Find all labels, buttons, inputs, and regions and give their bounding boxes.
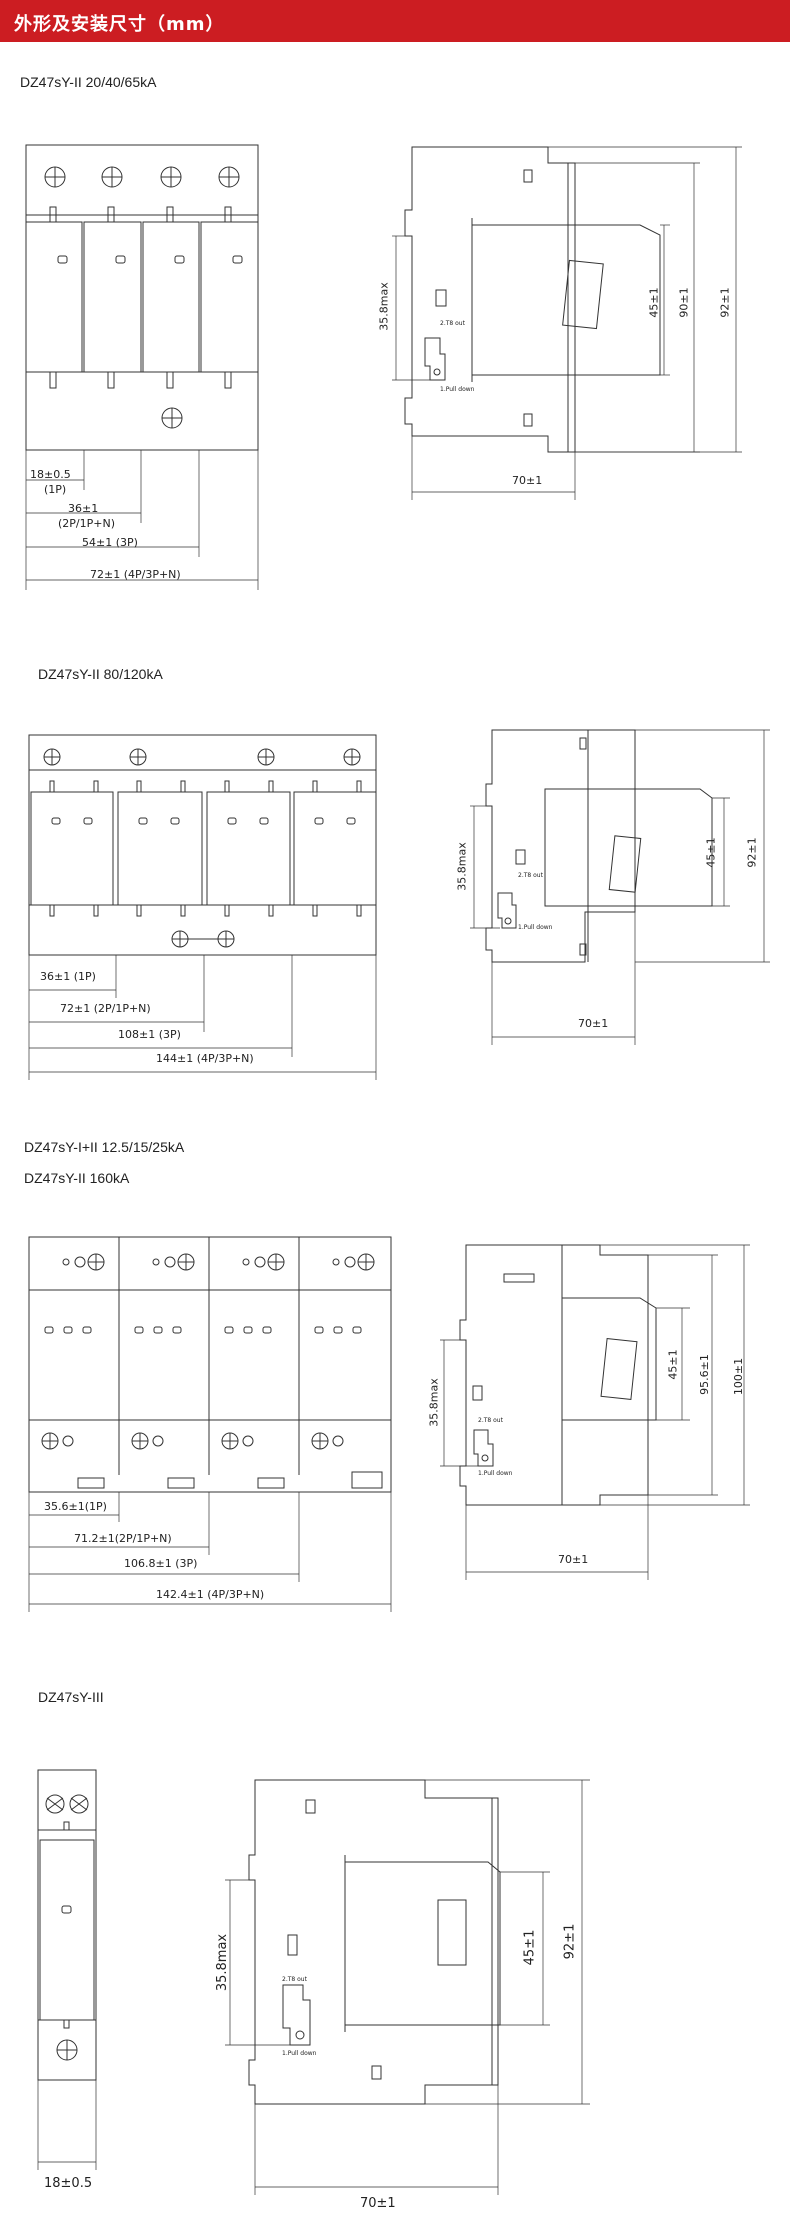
dim-width-front: 18±0.5 [44, 2176, 93, 2191]
dim-45: 45±1 [647, 287, 661, 318]
dim-2p: 71.2±1(2P/1P+N) [74, 1532, 172, 1545]
dim-4p: 142.4±1 (4P/3P+N) [156, 1588, 265, 1601]
dim-90: 90±1 [677, 287, 691, 318]
dim-45: 45±1 [522, 1929, 538, 1966]
dim-width: 70±1 [578, 1017, 609, 1030]
dim-width: 70±1 [512, 474, 543, 487]
dim-95: 95.6±1 [697, 1354, 711, 1395]
dim-din: 35.8max [215, 1933, 231, 1992]
model-title-4: DZ47sY-III [38, 1689, 104, 1705]
dim-3p: 108±1 (3P) [118, 1028, 181, 1041]
dim-92: 92±1 [745, 837, 759, 868]
dim-45: 45±1 [704, 837, 718, 868]
din-clip [424, 337, 446, 381]
screw-icon [43, 748, 361, 948]
front-view-1 [25, 144, 259, 590]
model-title-3b: DZ47sY-II 160kA [24, 1170, 130, 1186]
din-clip [473, 1429, 494, 1467]
dim-1p: 18±0.5 [30, 468, 71, 481]
label-state-out: 2.T8 out [282, 1976, 307, 1983]
dim-width: 70±1 [558, 1553, 589, 1566]
dim-din: 35.8max [377, 282, 391, 331]
label-state-out: 2.T8 out [518, 872, 543, 879]
front-view-3 [28, 1236, 392, 1612]
module-3 [142, 221, 200, 373]
label-pull-down: 1.Pull down [478, 1470, 513, 1477]
label-state-out: 2.T8 out [440, 320, 465, 327]
side-view-4 [225, 1779, 590, 2195]
din-clip [282, 1984, 311, 2046]
din-clip [497, 892, 517, 929]
dim-4p: 144±1 (4P/3P+N) [156, 1052, 254, 1065]
screw-icon [44, 166, 240, 429]
label-pull-down: 1.Pull down [518, 924, 553, 931]
header-title: 外形及安装尺寸（mm） [14, 14, 225, 35]
dim-din: 35.8max [427, 1378, 441, 1427]
dim-width: 70±1 [360, 2196, 396, 2211]
section-header: 外形及安装尺寸（mm） [0, 0, 790, 42]
dim-din: 35.8max [455, 842, 469, 891]
dim-1p: 35.6±1(1P) [44, 1500, 107, 1513]
dim-2p: 36±1 [68, 502, 99, 515]
screw-icon [45, 1794, 89, 2061]
dim-92: 92±1 [718, 287, 732, 318]
dim-4p: 72±1 (4P/3P+N) [90, 568, 181, 581]
dim-45: 45±1 [666, 1349, 680, 1380]
dim-2p-note: (2P/1P+N) [58, 517, 115, 530]
front-view-2 [28, 734, 377, 1080]
front-view-4 [37, 1769, 97, 2170]
label-pull-down: 1.Pull down [440, 386, 475, 393]
dim-100: 100±1 [732, 1357, 746, 1396]
dim-1p: 36±1 (1P) [40, 970, 96, 983]
module-4 [200, 221, 259, 373]
side-view-3 [440, 1244, 750, 1580]
label-pull-down: 1.Pull down [282, 2050, 317, 2057]
side-view-2 [470, 729, 770, 1045]
dim-3p: 106.8±1 (3P) [124, 1557, 198, 1570]
screw-icon [41, 1253, 375, 1450]
dim-3p: 54±1 (3P) [82, 536, 138, 549]
label-state-out: 2.T8 out [478, 1417, 503, 1424]
model-title-1: DZ47sY-II 20/40/65kA [20, 74, 157, 90]
module-1 [25, 221, 83, 373]
dim-1p-note: (1P) [44, 483, 67, 496]
side-view-1 [392, 146, 742, 500]
model-title-2: DZ47sY-II 80/120kA [38, 666, 163, 682]
model-title-3a: DZ47sY-I+II 12.5/15/25kA [24, 1139, 185, 1155]
module-2 [83, 221, 142, 373]
dim-92: 92±1 [562, 1923, 578, 1960]
dim-2p: 72±1 (2P/1P+N) [60, 1002, 151, 1015]
